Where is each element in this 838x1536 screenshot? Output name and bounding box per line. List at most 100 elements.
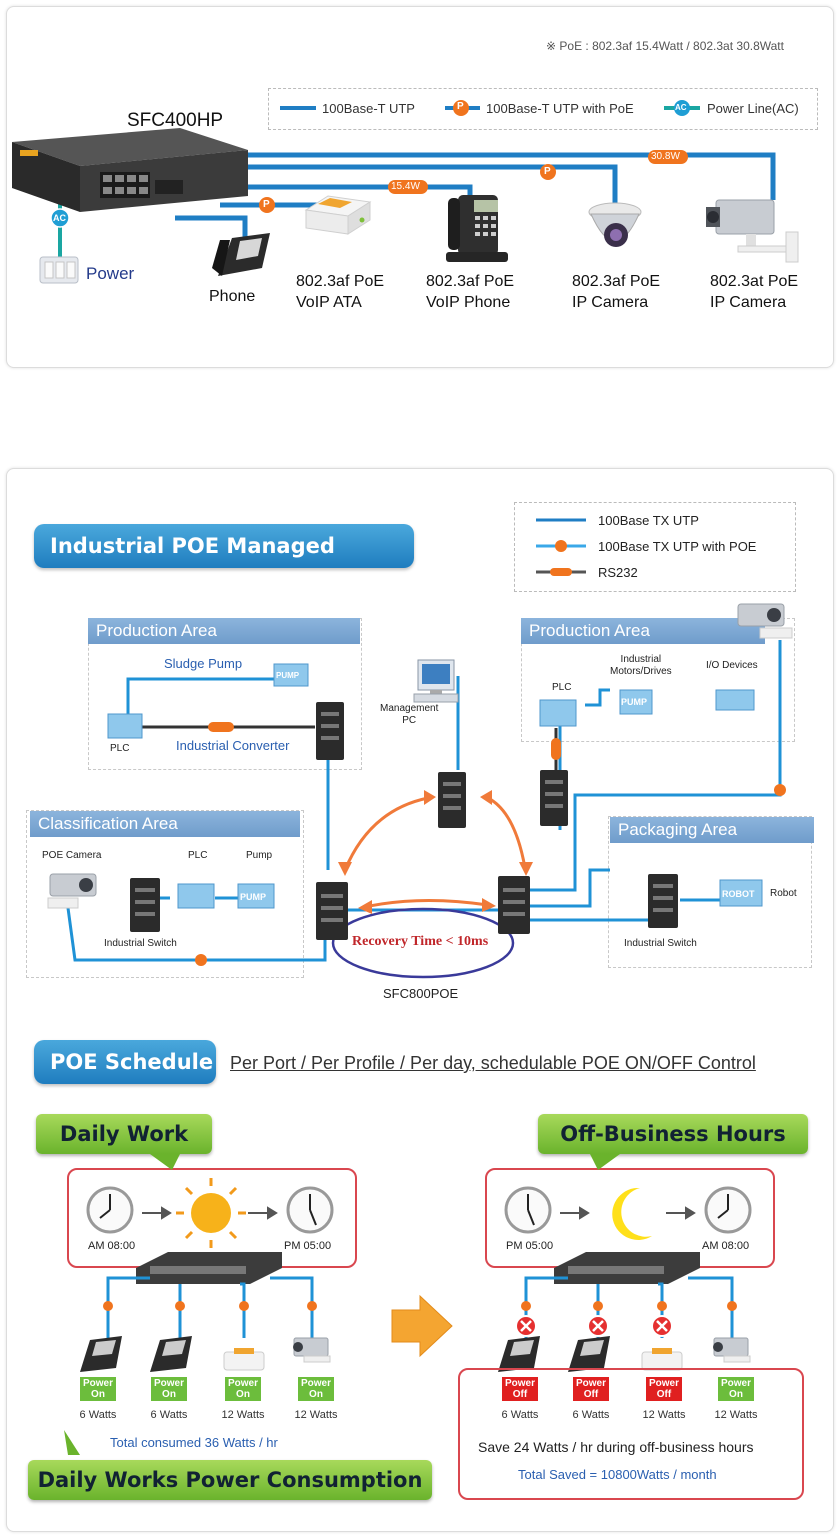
voip-ata-icon: [223, 1348, 265, 1371]
pump-class-icon: [237, 883, 275, 909]
ring-ellipse: [331, 907, 515, 979]
daily-start-time: AM 08:00: [88, 1240, 136, 1252]
phone-icon: [150, 1336, 192, 1372]
poe-camera-label: POE Camera: [42, 850, 102, 861]
ring-switch-label: SFC800POE: [383, 986, 459, 1001]
transition-arrow-icon: [391, 1294, 453, 1358]
off-port-4-watts: 12 Watts: [714, 1409, 758, 1421]
mgmt-line1: Management: [380, 703, 439, 714]
plc-right-label: PLC: [552, 682, 572, 693]
moon-icon: [612, 1187, 652, 1240]
daily-work-title: Daily Work: [36, 1114, 212, 1154]
off-port-3-watts: 12 Watts: [642, 1409, 686, 1421]
voip-phone-icon: [446, 195, 508, 262]
device-cam2-line2: IP Camera: [710, 294, 787, 311]
blocked-icon: [515, 1315, 537, 1337]
power-label: Power: [86, 264, 135, 283]
switch-icon: [136, 1252, 282, 1284]
switch-icon: [316, 702, 344, 760]
ind-legend-utp: 100Base TX UTP: [598, 513, 699, 528]
off-port-1-watts: 6 Watts: [501, 1409, 539, 1421]
off-start-time: PM 05:00: [506, 1240, 554, 1252]
daily-port-2-state: Power On: [151, 1377, 187, 1401]
watt-tag-30: 30.8W: [651, 151, 680, 162]
legend-utp-poe: Power Line(AC): [707, 101, 799, 116]
motors-line1: Industrial: [620, 654, 662, 665]
device-cam2-line1: 802.3at PoE: [710, 273, 799, 290]
plc-class-icon: [177, 883, 215, 909]
poe-schedule-diagram: [64, 1154, 752, 1455]
switch-icon: [498, 876, 530, 934]
clock-icon: [504, 1186, 552, 1234]
daily-footer-title: Daily Works Power Consumption: [28, 1460, 432, 1500]
industrial-title: Industrial POE Managed Switch: [34, 524, 414, 602]
device-cam1-line2: IP Camera: [572, 294, 649, 311]
off-port-3-state: Power Off: [646, 1377, 682, 1401]
legend-utp: 100Base-T UTP: [322, 101, 415, 116]
industrial-network-diagram: [47, 518, 793, 979]
daily-port-2-watts: 6 Watts: [150, 1409, 188, 1421]
pump-right-icon: [619, 689, 653, 715]
box-camera-icon: [706, 199, 799, 263]
device-phone-line1: Phone: [209, 288, 256, 305]
device-ata-line1: 802.3af PoE: [296, 273, 385, 290]
plc-left-icon: [107, 713, 143, 739]
robot-tag: ROBOT: [722, 889, 755, 899]
pump-class-tag: PUMP: [240, 892, 267, 902]
daily-port-1-watts: 6 Watts: [79, 1409, 117, 1421]
management-pc-label: Management PC: [380, 703, 438, 727]
watt-tag-15: 15.4W: [391, 181, 420, 192]
off-port-4-state: Power On: [718, 1377, 754, 1401]
plc-left-label: PLC: [110, 743, 130, 754]
industrial-switch-right-label: Industrial Switch: [624, 938, 697, 949]
poe-marker-icon: [453, 100, 469, 116]
robot-label: Robot: [770, 888, 797, 899]
device-phone-label: Phone: [209, 286, 255, 307]
legend-ac-marker: AC: [675, 103, 687, 112]
phone-icon: [498, 1336, 540, 1372]
switch-icon: [438, 772, 466, 828]
packaging-area-title: Packaging Area: [610, 817, 814, 843]
voip-ata-icon: [304, 195, 372, 235]
phone-icon: [80, 1336, 122, 1372]
p-marker-phone: P: [263, 199, 270, 210]
plc-class-label: PLC: [188, 850, 208, 861]
device-cam1-line1: 802.3af PoE: [572, 273, 661, 290]
io-devices-icon: [715, 689, 755, 711]
clock-icon: [86, 1186, 134, 1234]
poe-power-note: ※ PoE : 802.3af 15.4Watt / 802.3at 30.8W…: [546, 39, 784, 53]
voip-ata-icon: [641, 1348, 683, 1371]
p-marker-camera: P: [544, 166, 551, 177]
management-pc-icon: [413, 659, 459, 703]
off-port-2-state: Power Off: [573, 1377, 609, 1401]
converter-label: Industrial Converter: [176, 738, 290, 753]
switch-icon: [540, 770, 568, 826]
daily-port-4-watts: 12 Watts: [294, 1409, 338, 1421]
phone-icon: [212, 233, 270, 276]
industrial-legend: [514, 502, 796, 592]
device-voip-line2: VoIP Phone: [426, 294, 511, 311]
device-ipcam-af-label: 802.3af PoE IP Camera: [572, 271, 660, 313]
device-voip-line1: 802.3af PoE: [426, 273, 515, 290]
off-port-2-watts: 6 Watts: [572, 1409, 610, 1421]
off-end-time: AM 08:00: [702, 1240, 750, 1252]
top-legend: [268, 88, 818, 130]
poe-schedule-title: POE Schedule: [34, 1040, 216, 1084]
daily-port-3-state: Power On: [225, 1377, 261, 1401]
poe-camera-icon: [47, 873, 97, 909]
classification-area-title: Classification Area: [30, 811, 300, 837]
device-voip-phone-label: 802.3af PoE VoIP Phone: [426, 271, 514, 313]
ind-legend-rs232: RS232: [598, 565, 638, 580]
robot-icon: [719, 879, 763, 907]
pump-left-icon: [273, 663, 309, 687]
production-area-right-title: Production Area: [521, 618, 765, 644]
plc-right-icon: [539, 699, 577, 727]
motors-line2: Motors/Drives: [610, 666, 672, 677]
switch-sfc400hp: [12, 128, 248, 212]
switch-icon: [130, 878, 160, 932]
switch-icon: [648, 874, 678, 928]
off-port-1-state: Power Off: [502, 1377, 538, 1401]
dome-camera-icon: [588, 202, 642, 247]
daily-port-1-state: Power On: [80, 1377, 116, 1401]
io-devices-label: I/O Devices: [706, 660, 758, 671]
